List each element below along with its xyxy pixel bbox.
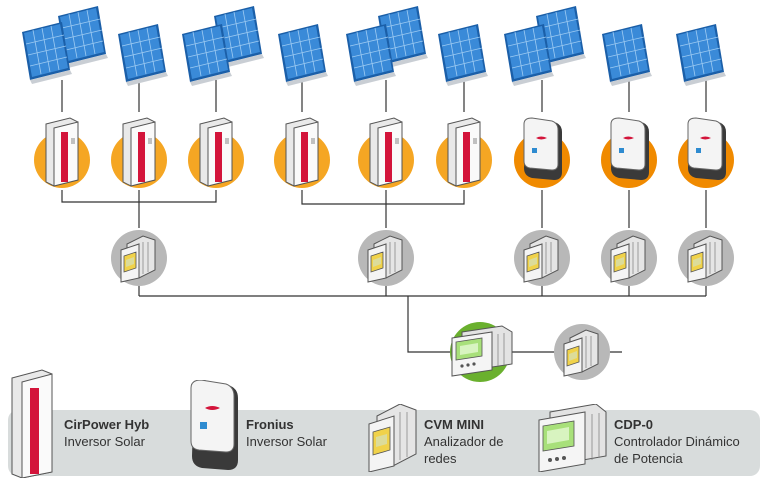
cvm-mini-meter-icon xyxy=(368,404,417,472)
solar-panels xyxy=(21,5,727,87)
legend-item-cvm-mini: CVM MINI Analizador de redes xyxy=(424,416,504,467)
cirpower-inverter-icon xyxy=(285,117,319,187)
legend-cvm-desc-line2: redes xyxy=(424,451,457,466)
solar-panel-icon xyxy=(437,23,489,87)
solar-panel-icon xyxy=(117,23,169,87)
solar-panel-icon xyxy=(277,23,329,87)
legend-cdp-desc-line2: de Potencia xyxy=(614,451,683,466)
cirpower-inverter-icon xyxy=(45,117,79,187)
cirpower-inverter-icon xyxy=(122,117,156,187)
legend-item-cirpower: CirPower Hyb Inversor Solar xyxy=(64,416,149,450)
legend-cdp-name: CDP-0 xyxy=(614,417,654,432)
solar-panel-icon xyxy=(675,23,727,87)
solar-panel-icon xyxy=(601,23,653,87)
cdp0-controller xyxy=(450,322,513,382)
cirpower-inverter-icon xyxy=(11,369,53,478)
legend-cirpower-name: CirPower Hyb xyxy=(64,417,150,432)
legend-cirpower-desc: Inversor Solar xyxy=(64,434,145,449)
fronius-inverter-icon xyxy=(610,117,650,181)
fronius-inverter-icon xyxy=(687,117,727,181)
fronius-inverter-icon xyxy=(523,117,563,181)
cdp0-controller-icon xyxy=(538,404,607,472)
fronius-inverters xyxy=(523,117,727,181)
cirpower-inverter-icon xyxy=(369,117,403,187)
wiring xyxy=(61,80,707,353)
legend-cvm-name: CVM MINI xyxy=(424,417,484,432)
legend-fronius-name: Fronius xyxy=(246,417,294,432)
fronius-inverter-icon xyxy=(190,380,238,470)
cvm-mini-meters xyxy=(111,230,734,380)
legend-cvm-desc-line1: Analizador de xyxy=(424,434,504,449)
cirpower-inverters xyxy=(45,117,481,187)
legend-item-fronius: Fronius Inversor Solar xyxy=(246,416,327,450)
legend-cdp-desc-line1: Controlador Dinámico xyxy=(614,434,740,449)
legend-item-cdp0: CDP-0 Controlador Dinámico de Potencia xyxy=(614,416,740,467)
legend-fronius-desc: Inversor Solar xyxy=(246,434,327,449)
cirpower-inverter-icon xyxy=(447,117,481,187)
cirpower-inverter-icon xyxy=(199,117,233,187)
